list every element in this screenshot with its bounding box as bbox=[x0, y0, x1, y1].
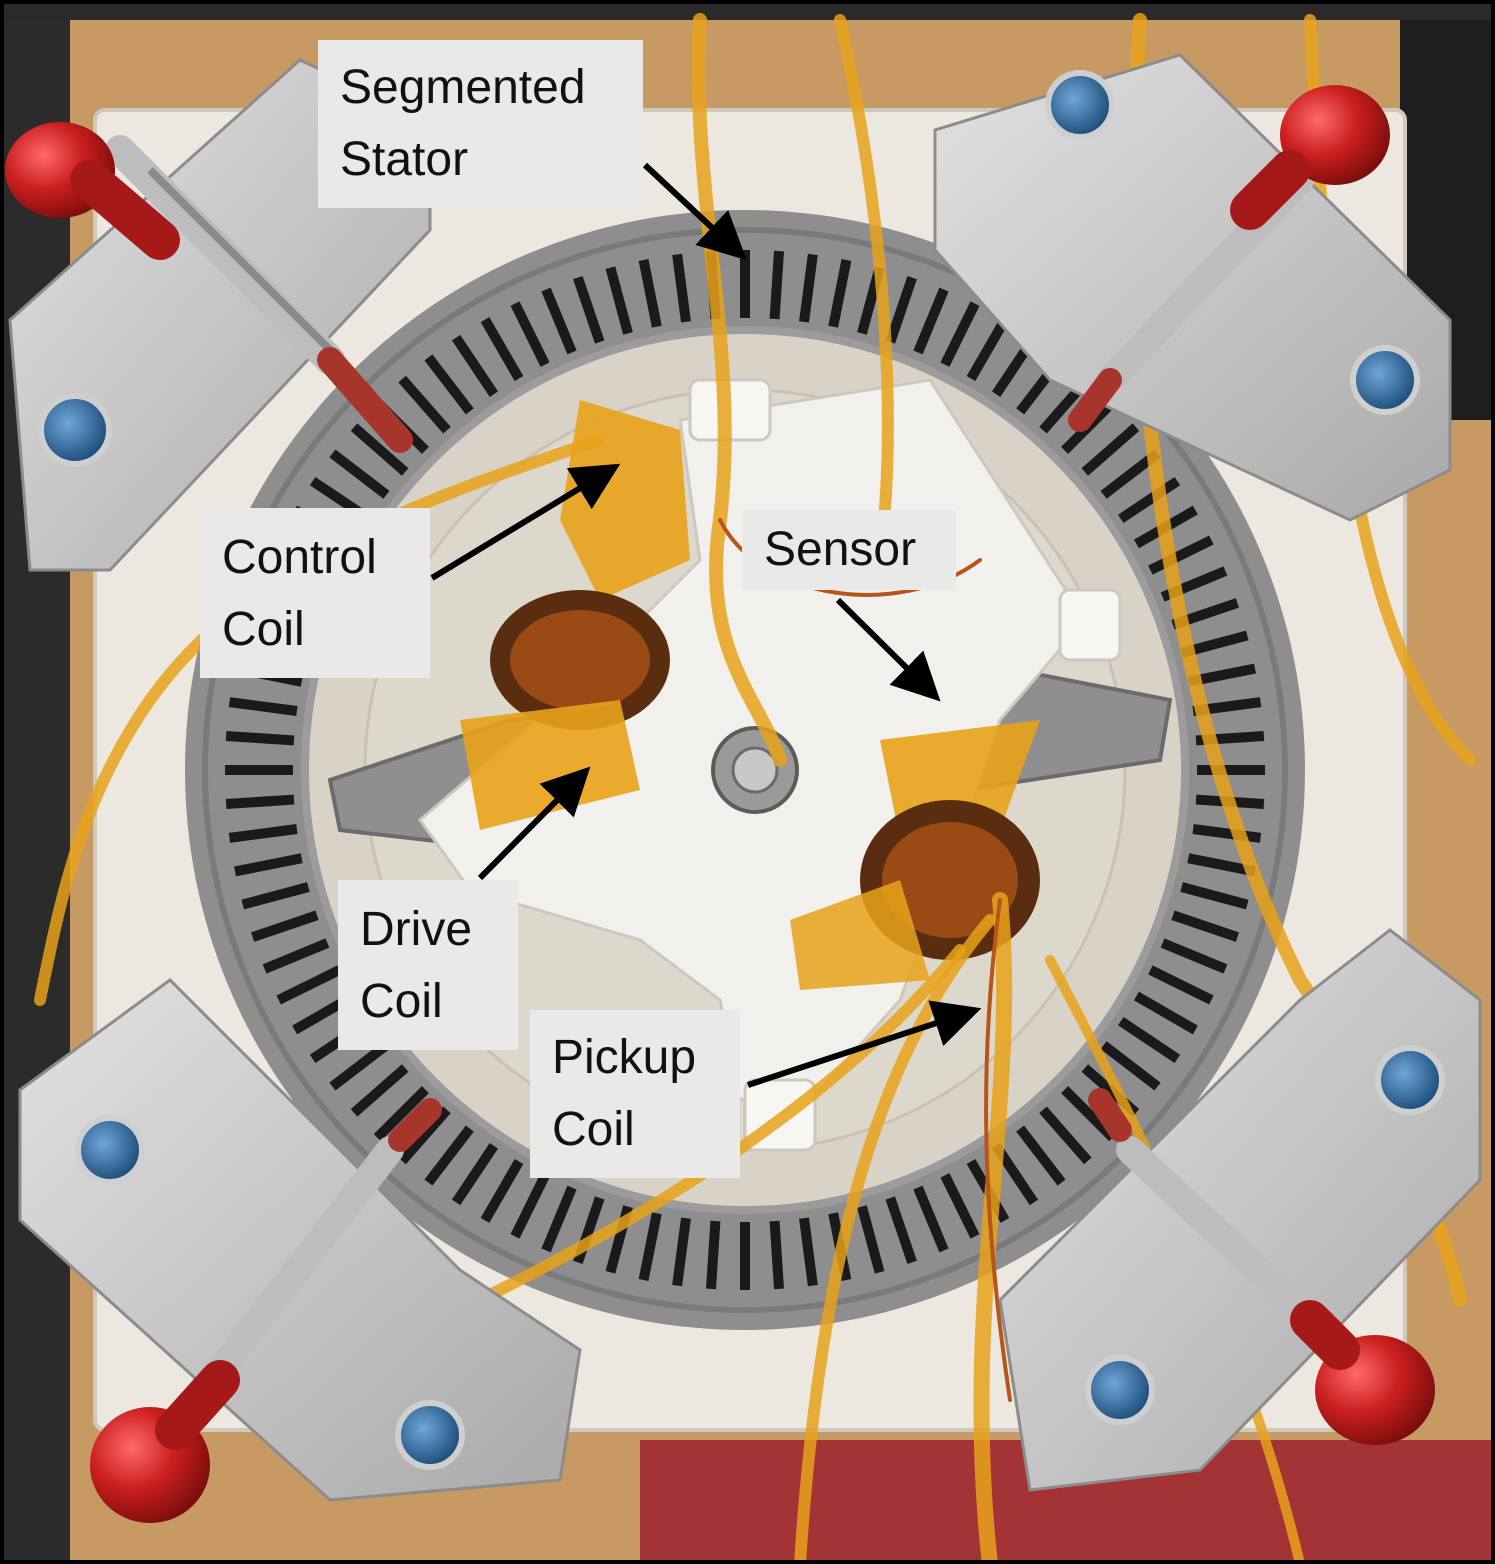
stator-slot bbox=[857, 1205, 885, 1274]
stator-slot bbox=[451, 334, 499, 397]
stator-slot bbox=[1160, 938, 1228, 974]
stator-slot bbox=[769, 1220, 784, 1290]
stator-slot bbox=[1039, 1106, 1092, 1165]
stator-slot bbox=[398, 1106, 451, 1165]
stator-slot bbox=[225, 731, 295, 746]
stator-slot bbox=[638, 259, 662, 328]
stator-slot bbox=[672, 1217, 691, 1287]
stator-slot bbox=[262, 938, 330, 974]
stator-slot bbox=[225, 794, 295, 809]
stator-slot bbox=[1133, 991, 1198, 1035]
stator-slot bbox=[1118, 1016, 1181, 1064]
stator-slot bbox=[373, 1086, 429, 1142]
label-sensor-line-1: Sensor bbox=[764, 523, 917, 576]
stator-slot bbox=[234, 853, 303, 877]
stator-slot bbox=[350, 1064, 409, 1117]
label-drive-coil: Drive Coil bbox=[338, 880, 518, 1050]
stator-slot bbox=[1100, 1041, 1161, 1091]
label-drive-coil-line-2: Coil bbox=[360, 975, 443, 1028]
stator-slot bbox=[329, 449, 390, 499]
stator-slot bbox=[510, 1173, 550, 1239]
label-control-coil-line-1: Control bbox=[222, 531, 377, 584]
stator-slot bbox=[329, 1041, 390, 1091]
stator-slot bbox=[241, 882, 310, 910]
stator-slot bbox=[1192, 824, 1262, 843]
stator-slot bbox=[1180, 882, 1249, 910]
stator-slot bbox=[250, 910, 319, 942]
stator-slot bbox=[913, 287, 949, 355]
label-drive-coil-line-1: Drive bbox=[360, 903, 473, 956]
stator-slot bbox=[228, 824, 298, 843]
stator-slot bbox=[940, 1173, 980, 1239]
stator-slot bbox=[913, 1185, 949, 1253]
stator-slot bbox=[828, 259, 852, 328]
stator-slot bbox=[672, 253, 691, 323]
stator-slot bbox=[541, 287, 577, 355]
stator-slot bbox=[424, 354, 474, 415]
label-segmented-stator-line-2: Stator bbox=[340, 133, 469, 186]
stator-slot bbox=[605, 266, 633, 335]
stator-slot bbox=[451, 1143, 499, 1206]
stator-slot bbox=[769, 250, 784, 320]
stator-slot bbox=[398, 375, 451, 434]
clamp-block-bottom-right bbox=[998, 928, 1482, 1492]
stator-slot bbox=[940, 301, 980, 367]
label-control-coil-line-2: Coil bbox=[222, 603, 305, 656]
clamp-block-top-right bbox=[933, 53, 1452, 522]
stator-slot bbox=[573, 275, 605, 344]
stator-slot bbox=[1187, 853, 1256, 877]
label-pickup-coil: Pickup Coil bbox=[530, 1010, 740, 1178]
stator-slot bbox=[1148, 965, 1214, 1005]
stator-slot bbox=[1016, 1125, 1066, 1186]
stator-slot bbox=[885, 275, 917, 344]
stator-slot bbox=[885, 1196, 917, 1265]
stator-slot bbox=[966, 317, 1010, 382]
stator-slot bbox=[1061, 1086, 1117, 1142]
clamp-block-bottom-left bbox=[18, 978, 582, 1523]
stator-slot bbox=[510, 301, 550, 367]
label-pickup-coil-line-1: Pickup bbox=[552, 1031, 697, 1084]
stator-slot bbox=[350, 423, 409, 476]
stator-slot bbox=[1148, 535, 1214, 575]
stator-slot bbox=[1171, 910, 1240, 942]
label-pickup-coil-line-2: Coil bbox=[552, 1103, 635, 1156]
stator-slot bbox=[706, 1220, 721, 1290]
stator-slot bbox=[541, 1185, 577, 1253]
label-segmented-stator: Segmented Stator bbox=[318, 40, 643, 208]
stator-slot bbox=[799, 1217, 818, 1287]
stator-slot bbox=[480, 317, 524, 382]
stator-slot bbox=[480, 1158, 524, 1223]
stator-slot bbox=[276, 965, 342, 1005]
stator-slot bbox=[1118, 476, 1181, 524]
stator-slot bbox=[799, 253, 818, 323]
label-sensor: Sensor bbox=[742, 510, 956, 590]
label-control-coil: Control Coil bbox=[200, 508, 430, 678]
stator-slot bbox=[424, 1125, 474, 1186]
label-segmented-stator-line-1: Segmented bbox=[340, 61, 586, 114]
stator-slot bbox=[638, 1212, 662, 1281]
stator-slot bbox=[1081, 423, 1140, 476]
stator-slot bbox=[228, 697, 298, 716]
